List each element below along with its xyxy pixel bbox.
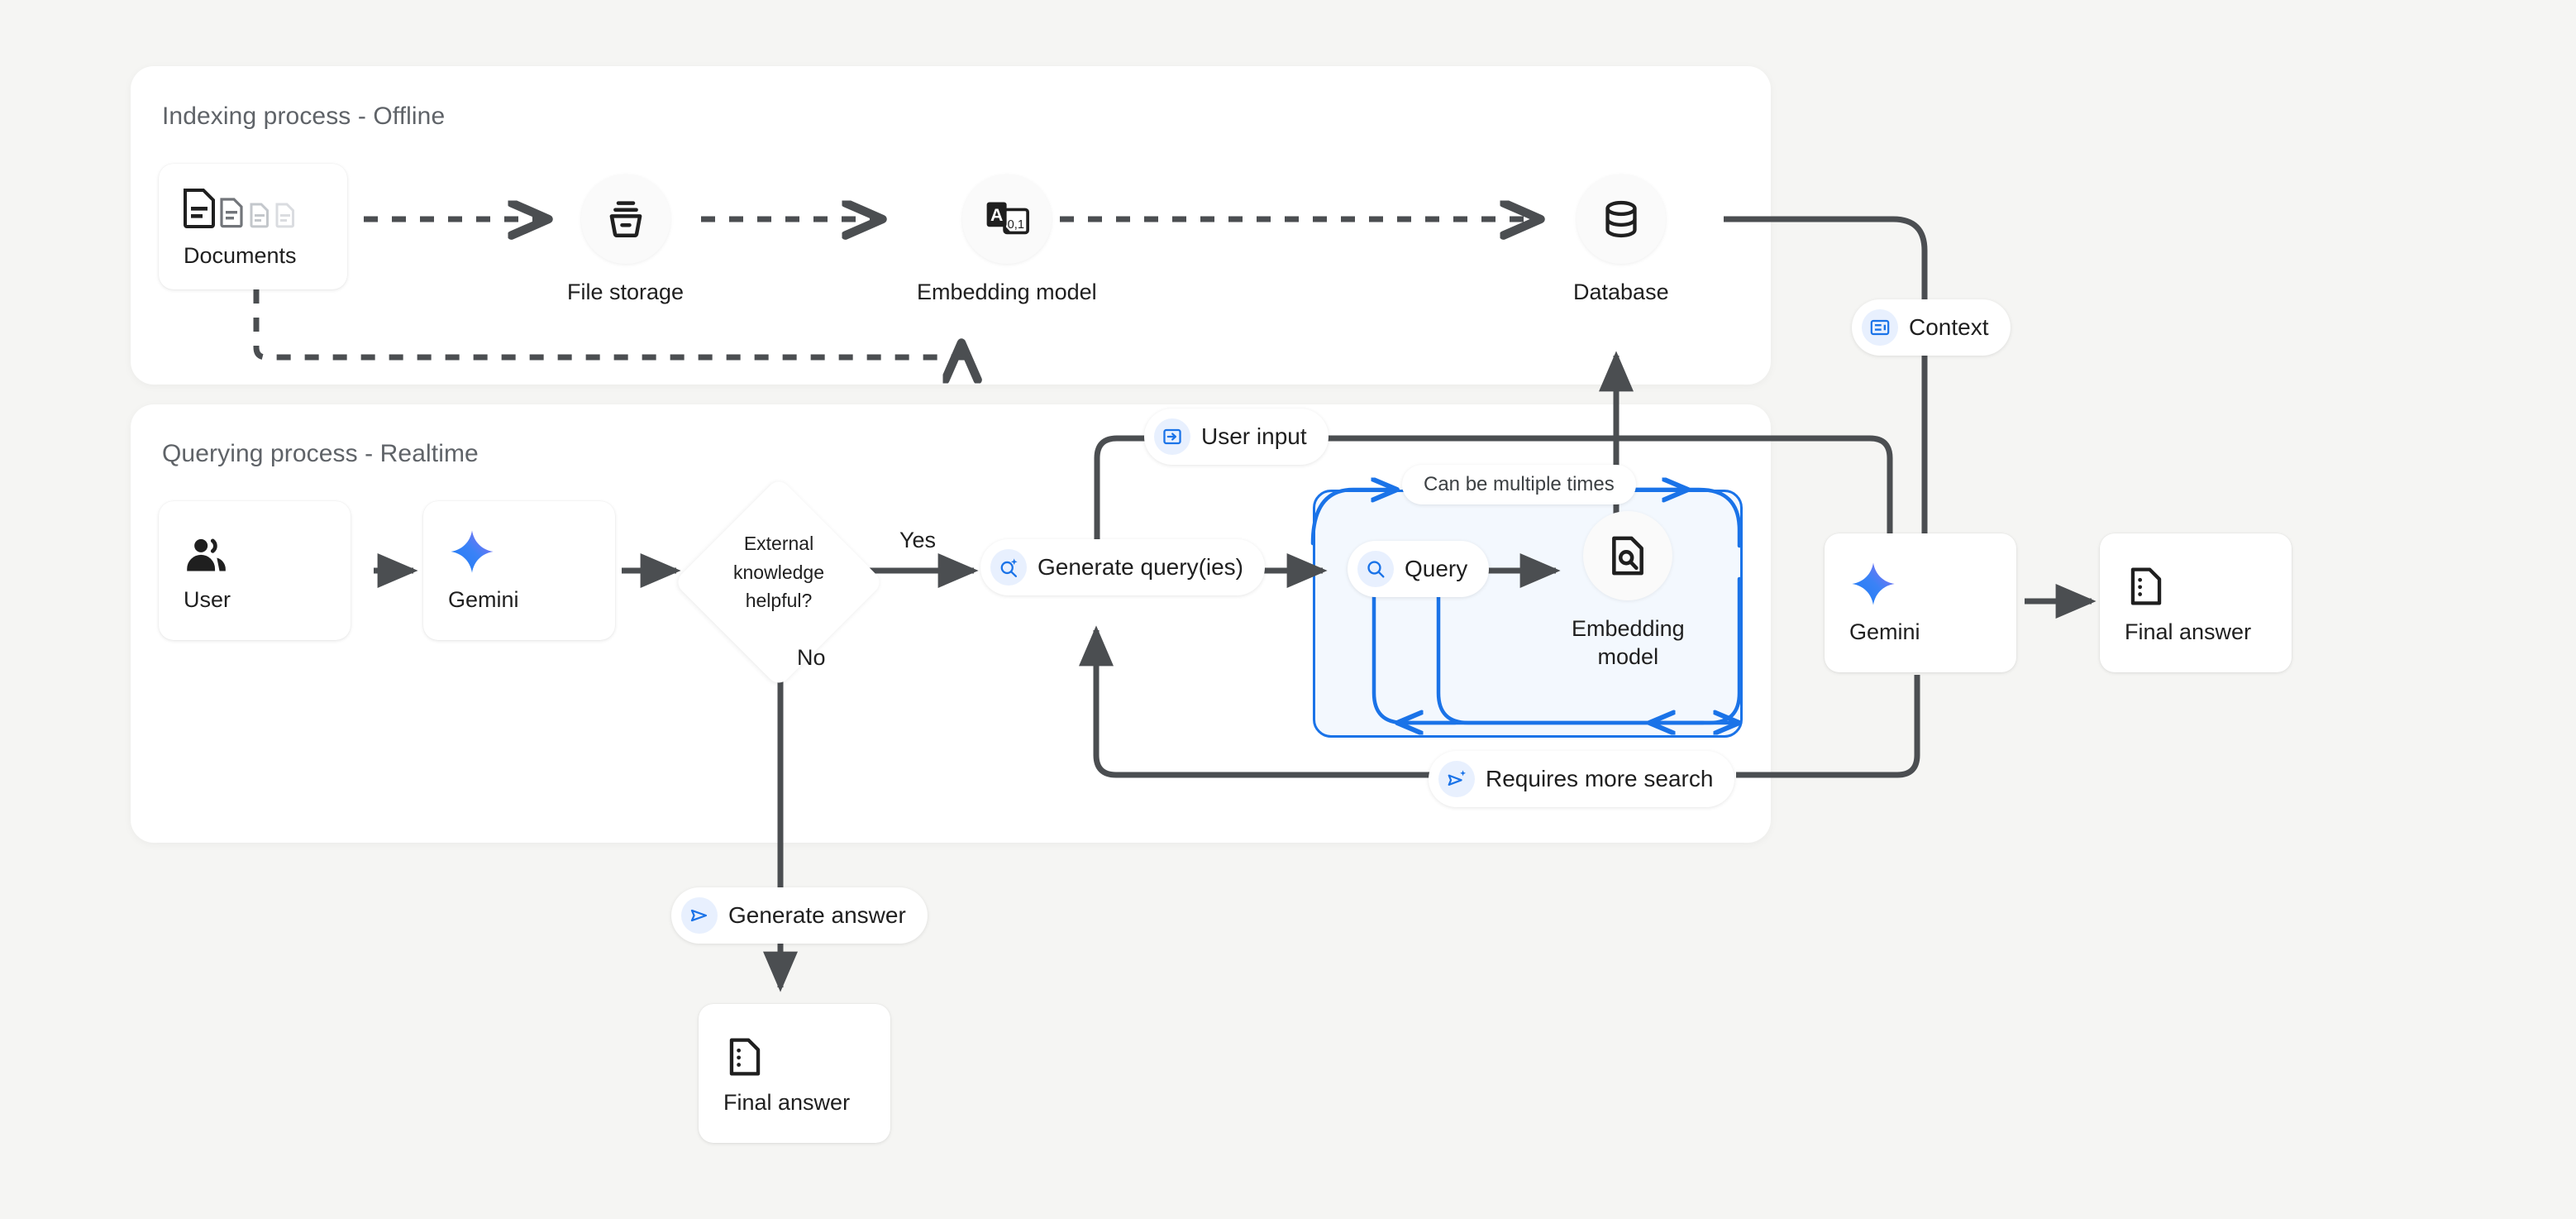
documents-icon [184,185,347,232]
node-user-label: User [184,586,231,612]
send-icon [681,897,718,934]
badge-requires-more-search-label: Requires more search [1486,766,1714,791]
node-embedding-model[interactable]: 0,1 A Embedding model [917,174,1097,307]
document-search-icon [1583,511,1673,600]
badge-requires-more-search[interactable]: Requires more search [1429,751,1735,807]
badge-context-label: Context [1909,314,1989,340]
search-sparkle-icon [990,549,1027,586]
node-final-answer-right-label: Final answer [2125,619,2252,644]
node-user[interactable]: User [159,501,351,640]
badge-user-input-label: User input [1201,423,1307,449]
badge-generate-queries-label: Generate query(ies) [1038,554,1244,580]
badge-query-label: Query [1405,556,1468,581]
node-file-storage[interactable]: File storage [567,174,684,307]
document-list-icon [2125,562,2292,608]
node-gemini-right[interactable]: Gemini [1825,533,2016,672]
node-final-answer-bottom[interactable]: Final answer [699,1004,890,1143]
login-arrow-icon [1154,418,1190,455]
node-file-storage-label: File storage [567,280,685,304]
svg-text:A: A [990,205,1003,225]
translate-embedding-icon: 0,1 A [961,174,1052,264]
gemini-sparkle-icon [448,529,615,576]
node-gemini-left[interactable]: Gemini [423,501,615,640]
node-embedding-model-label: Embedding model [917,280,1097,304]
badge-generate-answer[interactable]: Generate answer [671,887,928,944]
badge-query[interactable]: Query [1348,541,1490,597]
node-documents[interactable]: Documents [159,164,347,289]
gemini-sparkle-icon [1849,562,2016,608]
node-decision-label: External knowledge helpful? [733,533,824,611]
badge-can-be-multiple-times: Can be multiple times [1402,465,1636,504]
document-list-icon [723,1032,890,1078]
node-embedding-model-inner-label: Embedding model [1572,616,1685,669]
badge-generate-answer-label: Generate answer [728,902,906,928]
search-icon [1357,551,1394,587]
node-decision-external-knowledge[interactable]: External knowledge helpful? [673,476,885,688]
badge-generate-queries[interactable]: Generate query(ies) [980,539,1266,595]
node-final-answer-right[interactable]: Final answer [2100,533,2292,672]
node-documents-label: Documents [184,242,297,268]
node-embedding-model-inner[interactable]: Embedding model [1572,511,1685,672]
archive-box-icon [580,174,670,264]
node-database[interactable]: Database [1573,174,1669,307]
panel-querying-title: Querying process - Realtime [162,440,479,467]
node-database-label: Database [1573,280,1669,304]
send-sparkle-icon [1438,761,1475,797]
node-gemini-left-label: Gemini [448,586,519,612]
node-final-answer-bottom-label: Final answer [723,1089,851,1115]
badge-context[interactable]: Context [1852,299,2011,356]
panel-indexing-title: Indexing process - Offline [162,103,446,130]
node-gemini-right-label: Gemini [1849,619,1920,644]
svg-text:0,1: 0,1 [1007,218,1023,232]
database-icon [1576,174,1666,264]
badge-can-be-multiple-times-label: Can be multiple times [1424,473,1615,495]
context-panel-icon [1862,309,1898,346]
edge-label-no: No [797,645,826,670]
user-group-icon [184,529,351,576]
badge-user-input[interactable]: User input [1144,409,1329,465]
edge-label-yes: Yes [899,528,937,552]
